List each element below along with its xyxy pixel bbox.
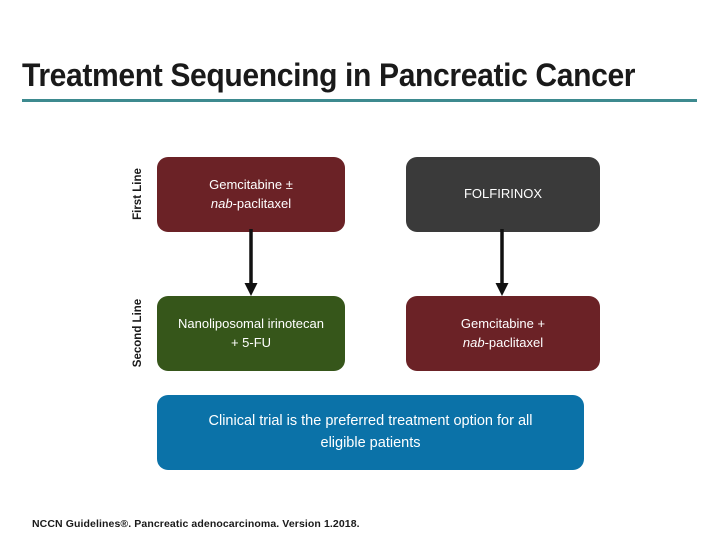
- treatment-box-folfirinox[interactable]: FOLFIRINOX: [406, 157, 600, 232]
- treatment-box-line-2: + 5-FU: [230, 334, 272, 350]
- treatment-box-line-1: Gemcitabine ±: [209, 177, 293, 193]
- treatment-box-gemcitabine-nab-paclitaxel-first-line[interactable]: Gemcitabine ± nab-paclitaxel: [157, 157, 345, 232]
- treatment-box-nanoliposomal-irinotecan-5fu[interactable]: Nanoliposomal irinotecan + 5-FU: [157, 296, 345, 371]
- title-underline-rule: [22, 99, 697, 102]
- drug-name-italic: nab: [210, 195, 233, 211]
- page-title: Treatment Sequencing in Pancreatic Cance…: [22, 56, 636, 93]
- treatment-box-line-2: nab-paclitaxel: [211, 195, 291, 213]
- callout-line-1: Clinical trial is the preferred treatmen…: [208, 413, 533, 430]
- flow-arrow-down-left: [244, 229, 258, 296]
- callout-box-clinical-trial[interactable]: Clinical trial is the preferred treatmen…: [157, 395, 584, 470]
- callout-line-2: eligible patients: [320, 434, 421, 451]
- source-citation: NCCN Guidelines®. Pancreatic adenocarcin…: [32, 518, 360, 530]
- treatment-box-line-1: FOLFIRINOX: [463, 186, 542, 202]
- treatment-box-line-2: nab-paclitaxel: [463, 334, 543, 352]
- row-label-second-line: Second Line: [132, 298, 144, 368]
- drug-name-rest: -paclitaxel: [232, 195, 292, 211]
- treatment-box-line-1: Nanoliposomal irinotecan: [178, 316, 324, 332]
- treatment-box-line-1: Gemcitabine +: [460, 316, 546, 332]
- treatment-box-gemcitabine-nab-paclitaxel-second-line[interactable]: Gemcitabine + nab-paclitaxel: [406, 296, 600, 371]
- drug-name-rest: -paclitaxel: [484, 334, 544, 350]
- flow-arrow-down-right: [495, 229, 509, 296]
- drug-name-italic: nab: [462, 334, 485, 350]
- row-label-first-line: First Line: [132, 168, 144, 220]
